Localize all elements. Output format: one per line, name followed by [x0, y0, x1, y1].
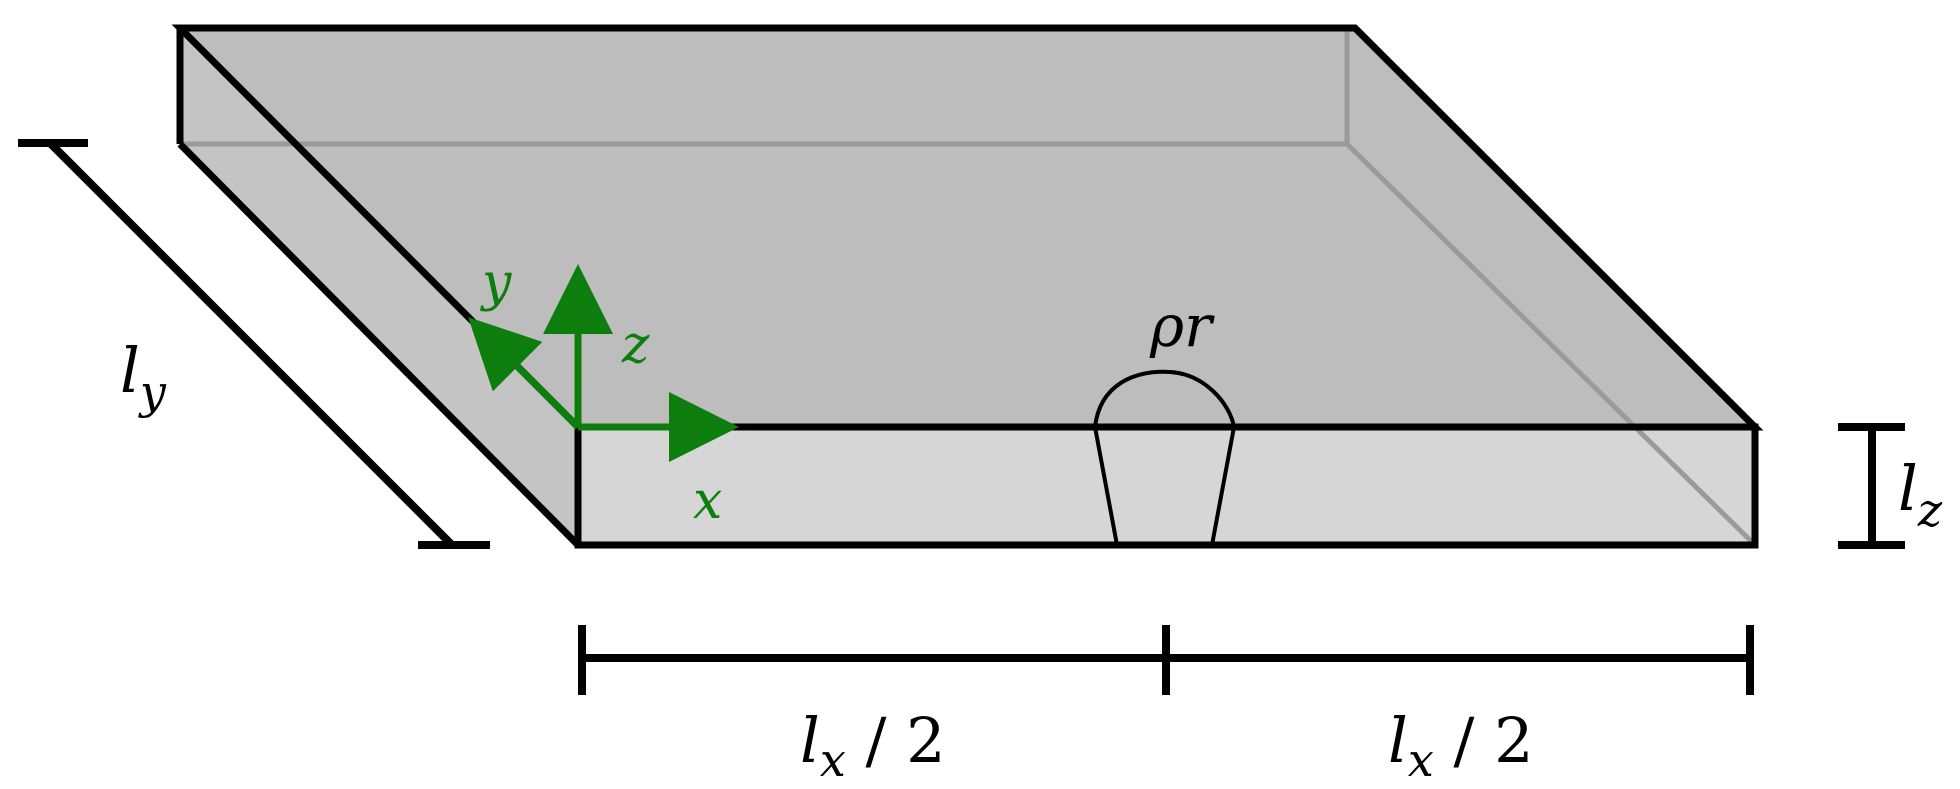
lz-label-base: l	[1898, 452, 1918, 525]
lx-dimension	[578, 625, 1754, 695]
left-face	[180, 28, 578, 545]
visible-edges	[171, 24, 1764, 549]
lx-left-label-tail: / 2	[846, 704, 946, 777]
front-face	[578, 427, 1755, 545]
hidden-edges	[180, 28, 1757, 547]
lx-right-label-sub: x	[1408, 733, 1434, 787]
lz-label: lz	[1898, 452, 1943, 537]
y-axis-arrow	[468, 317, 581, 430]
ly-label-sub: y	[138, 365, 167, 419]
coordinate-axes	[468, 264, 739, 462]
ly-label-base: l	[120, 334, 140, 407]
lx-right-label-base: l	[1388, 704, 1408, 777]
ly-label: ly	[120, 334, 167, 419]
lz-label-sub: z	[1917, 483, 1943, 537]
lx-left-label: lx / 2	[800, 704, 946, 787]
rho-r-label: ρr	[1149, 292, 1215, 360]
x-axis-label: x	[693, 471, 722, 531]
z-axis-label: z	[621, 315, 650, 375]
lx-right-label: lx / 2	[1388, 704, 1534, 787]
lx-left-label-base: l	[800, 704, 820, 777]
lx-left-label-sub: x	[820, 733, 846, 787]
ly-dimension	[18, 139, 490, 549]
lx-right-label-tail: / 2	[1434, 704, 1534, 777]
lz-dimension	[1838, 423, 1905, 549]
crack-profile	[1093, 369, 1236, 547]
y-axis-label: y	[480, 253, 512, 313]
